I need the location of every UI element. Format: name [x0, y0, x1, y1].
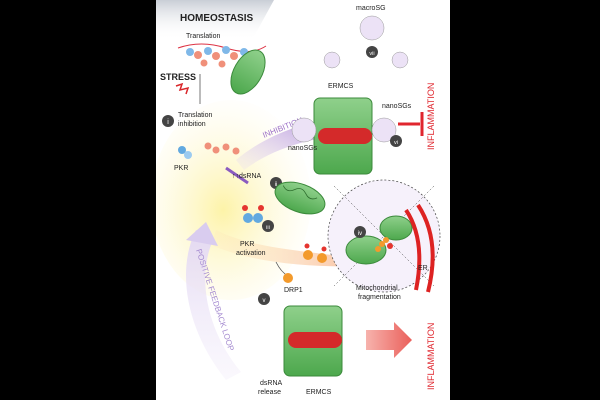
homeostasis-banner — [156, 0, 274, 40]
ermcs-top-mitochondrion — [313, 97, 373, 175]
step-iii-label: iii — [266, 225, 270, 231]
macro-sg-granule — [359, 15, 385, 41]
step-vii-marker — [366, 46, 378, 58]
feedback-loop-arrow — [186, 230, 241, 380]
step-iv-label: iv — [358, 231, 362, 237]
step-vii-label: vii — [369, 51, 374, 57]
dsrna-label: ↑↑dsRNA — [232, 173, 262, 180]
inflammation-top-label: INFLAMMATION — [426, 83, 436, 150]
dsrna-release-label-2: release — [258, 389, 281, 396]
pkr-activation-label-2: activation — [236, 250, 266, 257]
nano-sg-cluster-2 — [391, 51, 409, 69]
er-label: ER — [418, 265, 428, 272]
stalled-ribosomes — [204, 142, 240, 155]
step-vi-label: vi — [394, 140, 398, 146]
nano-sg-left — [291, 117, 317, 143]
step-vi-marker — [390, 135, 402, 147]
pkr-activation-label-1: PKR — [240, 241, 254, 248]
activated-pkr — [242, 205, 264, 223]
mitochondrion-mid — [274, 181, 326, 215]
step-iii-marker — [262, 220, 274, 232]
nano-sgs-right-label: nanoSGs — [382, 103, 412, 110]
nano-sg-right — [371, 117, 397, 143]
nano-sgs-left-label: nanoSGs — [288, 145, 318, 152]
step-ii-label: ii — [275, 182, 278, 188]
diagram-canvas: HOMEOSTASIS INHIBITION POSITIVE FEEDBACK… — [156, 0, 450, 400]
phospho-drp1 — [303, 243, 327, 263]
pkr-label: PKR — [174, 165, 188, 172]
mito-frag-label-1: Mitochondrial — [356, 285, 398, 292]
translation-inhibition-label-2: inhibition — [178, 121, 206, 128]
step-iv-marker — [354, 226, 366, 238]
step-v-marker — [258, 293, 270, 305]
translation-label: Translation — [186, 33, 220, 40]
mito-frag-label-2: fragmentation — [358, 294, 401, 301]
step-i-marker — [162, 115, 174, 127]
nano-sg-cluster-1 — [323, 51, 341, 69]
zoom-guide-2 — [333, 185, 435, 287]
ermcs-bottom-mitochondrion — [283, 305, 343, 377]
pathway-diagram: HOMEOSTASIS INHIBITION POSITIVE FEEDBACK… — [156, 0, 441, 396]
drp1-label: DRP1 — [284, 287, 303, 294]
translation-inhibition-label-1: Translation — [178, 112, 212, 119]
pkr-icon — [178, 146, 192, 159]
dsrna-release-label-1: dsRNA — [260, 380, 283, 387]
ermcs-bottom-label: ERMCS — [306, 389, 332, 396]
inflammation-bottom-arrow — [366, 322, 412, 358]
homeostasis-label: HOMEOSTASIS — [180, 13, 253, 24]
er-tubule — [404, 203, 435, 293]
ermcs-top-label: ERMCS — [328, 83, 354, 90]
drp1-ring — [375, 237, 393, 252]
stress-label: STRESS — [160, 72, 196, 82]
drp1-icon — [283, 273, 293, 283]
mitochondrion-top — [230, 49, 266, 95]
inhibition-bar — [225, 166, 249, 185]
stress-bolt-icon — [175, 82, 190, 95]
step-i-label: i — [167, 119, 169, 126]
inflammation-bottom-label: INFLAMMATION — [426, 323, 436, 390]
macro-sg-label: macroSG — [356, 5, 386, 12]
step-v-label: v — [263, 298, 266, 304]
feedback-loop-arrowhead — [186, 222, 218, 246]
fragmented-mitochondria — [345, 215, 413, 265]
